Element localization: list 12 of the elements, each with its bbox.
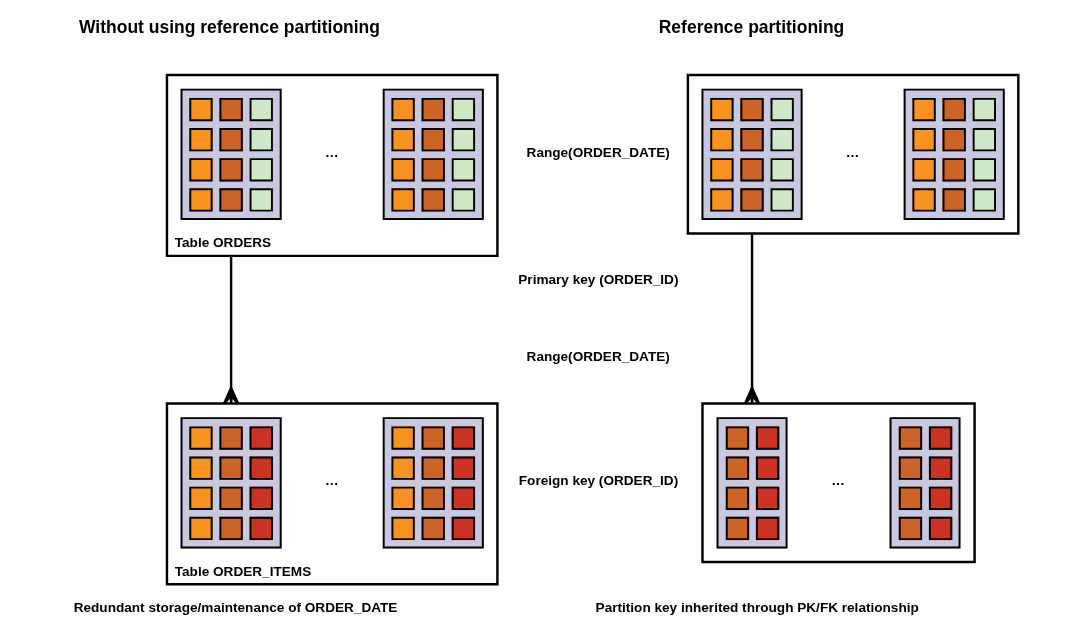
label: Partition key inherited through PK/FK relationship xyxy=(595,600,919,616)
label: … xyxy=(830,473,845,489)
label: Redundant storage/maintenance of ORDER_DATE xyxy=(73,600,397,616)
label: Reference partitioning xyxy=(658,16,844,37)
label: Range(ORDER_DATE) xyxy=(526,348,670,364)
label: … xyxy=(324,473,338,489)
label: Foreign key (ORDER_ID) xyxy=(518,473,678,489)
label: … xyxy=(324,144,338,160)
label: Range(ORDER_DATE) xyxy=(526,144,670,160)
label: … xyxy=(845,144,859,160)
label: Without using reference partitioning xyxy=(78,16,380,37)
label: Primary key (ORDER_ID) xyxy=(517,271,678,287)
